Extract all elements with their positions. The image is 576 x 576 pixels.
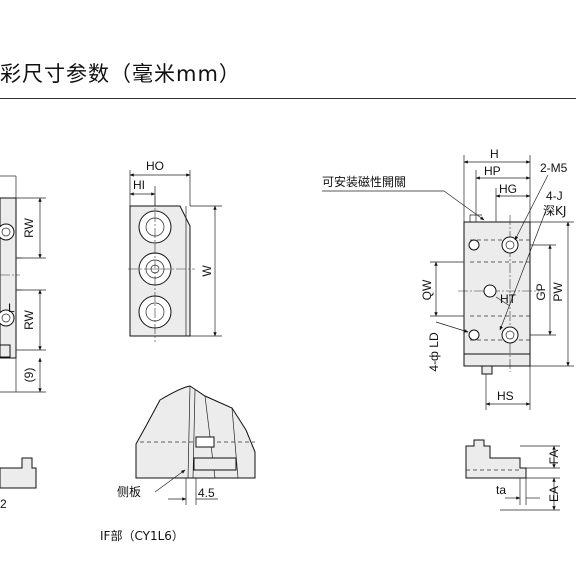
m5-hole-top: [501, 236, 519, 254]
m5-label: 2-M5: [540, 161, 568, 175]
j-hole-1: [468, 239, 480, 251]
right-side-view: H HP HG 2-M5 4-J 深KJ 可安装磁性開關 QW: [322, 147, 574, 410]
kj-label: 深KJ: [543, 204, 566, 218]
gp-label: GP: [534, 283, 548, 300]
left-side-view: RW RW L (9) 2: [0, 175, 46, 511]
j-hole-2: [468, 329, 480, 341]
small-side-view: FA EA ta: [465, 439, 561, 511]
left-body: [0, 197, 17, 359]
two-label: 2: [0, 497, 7, 511]
side-plate-label: 侧板: [117, 485, 141, 499]
hs-label: HS: [497, 389, 514, 403]
left-lower-hole: [0, 309, 15, 327]
fa-label: FA: [547, 450, 561, 465]
rw-top-label: RW: [22, 217, 36, 237]
h-label: H: [490, 147, 499, 161]
front-hole-top: [138, 210, 172, 244]
small-body: [465, 439, 527, 479]
m5-hole-bottom: [501, 326, 519, 344]
qw-label: QW: [420, 279, 434, 300]
page-title: 彩尺寸参数（毫米mm）: [0, 62, 241, 86]
detail-view-if: 4.5 侧板 IF部（CY1L6）: [100, 385, 256, 543]
detail-caption: IF部（CY1L6）: [100, 528, 184, 543]
title-rule: [0, 98, 576, 99]
ht-hole: [483, 284, 497, 298]
hg-label: HG: [499, 182, 517, 196]
pw-label: PW: [551, 282, 565, 302]
left-upper-hole: [0, 223, 15, 241]
nine-label: (9): [22, 368, 36, 383]
dim-45-label: 4.5: [198, 486, 215, 500]
rw-bottom-label: RW: [22, 309, 36, 329]
ld-label: 4-ф LD: [427, 332, 441, 372]
magnet-switch-label: 可安装磁性開關: [322, 174, 406, 189]
j-label: 4-J: [546, 189, 563, 203]
w-label: W: [200, 265, 214, 277]
l-mark-label: L: [8, 301, 15, 315]
ho-label: HO: [146, 159, 164, 173]
hp-label: HP: [484, 164, 501, 178]
hi-label: HI: [133, 178, 145, 192]
ta-label: ta: [496, 483, 506, 497]
ht-label: HT: [500, 292, 517, 306]
ea-label: EA: [547, 486, 561, 502]
front-view: HO HI W: [128, 159, 222, 342]
